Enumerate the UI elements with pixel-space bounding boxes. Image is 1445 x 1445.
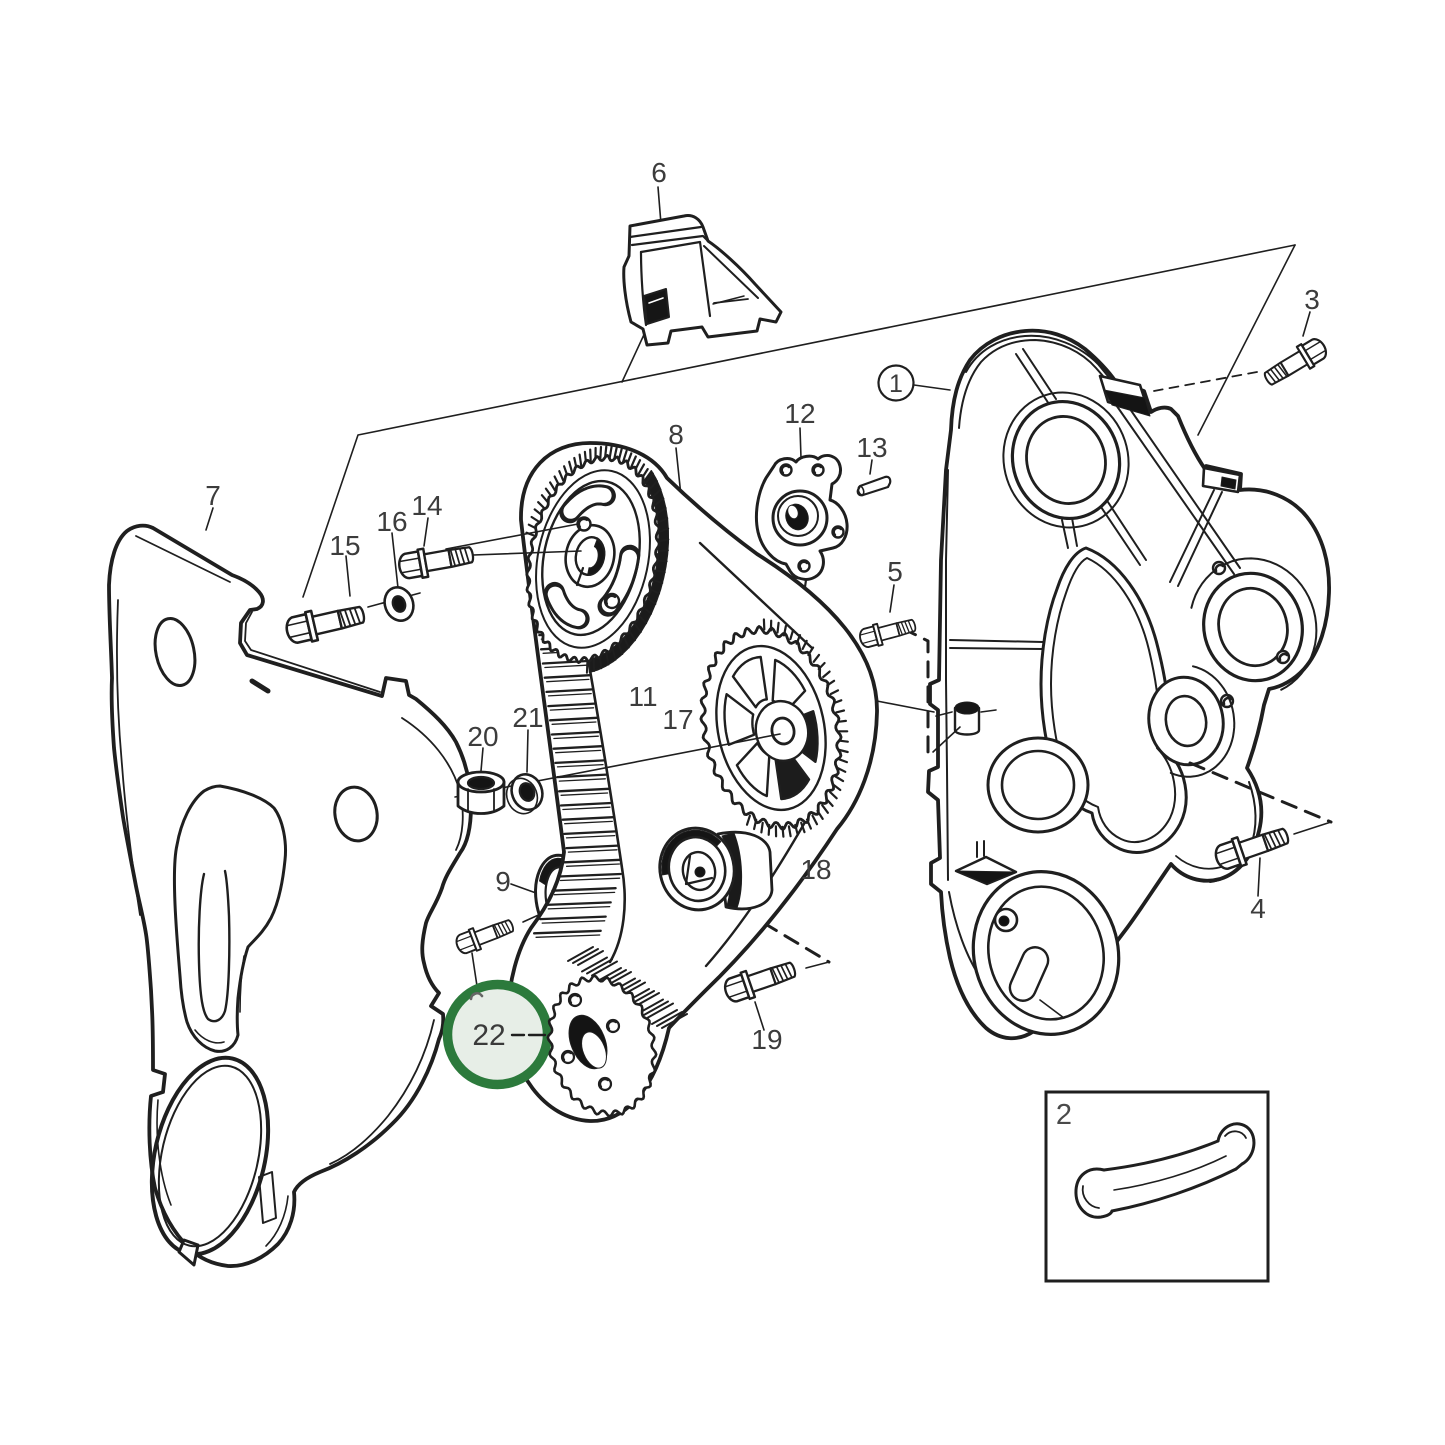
svg-text:20: 20: [467, 721, 498, 752]
svg-text:15: 15: [329, 530, 360, 561]
svg-text:17: 17: [662, 704, 693, 735]
svg-text:18: 18: [800, 854, 831, 885]
svg-text:19: 19: [751, 1024, 782, 1055]
svg-text:14: 14: [411, 490, 442, 521]
svg-text:9: 9: [495, 866, 511, 897]
svg-text:11: 11: [628, 681, 657, 712]
svg-text:12: 12: [784, 398, 815, 429]
svg-text:3: 3: [1304, 284, 1320, 315]
svg-text:5: 5: [887, 556, 903, 587]
svg-text:6: 6: [651, 157, 667, 188]
svg-text:2: 2: [1056, 1099, 1072, 1131]
svg-text:1: 1: [889, 370, 903, 398]
svg-text:8: 8: [668, 419, 684, 450]
svg-text:21: 21: [512, 702, 543, 733]
svg-text:4: 4: [1250, 893, 1266, 924]
svg-text:22: 22: [472, 1019, 505, 1052]
svg-text:16: 16: [376, 506, 407, 537]
svg-text:13: 13: [856, 432, 887, 463]
svg-text:7: 7: [205, 480, 221, 511]
